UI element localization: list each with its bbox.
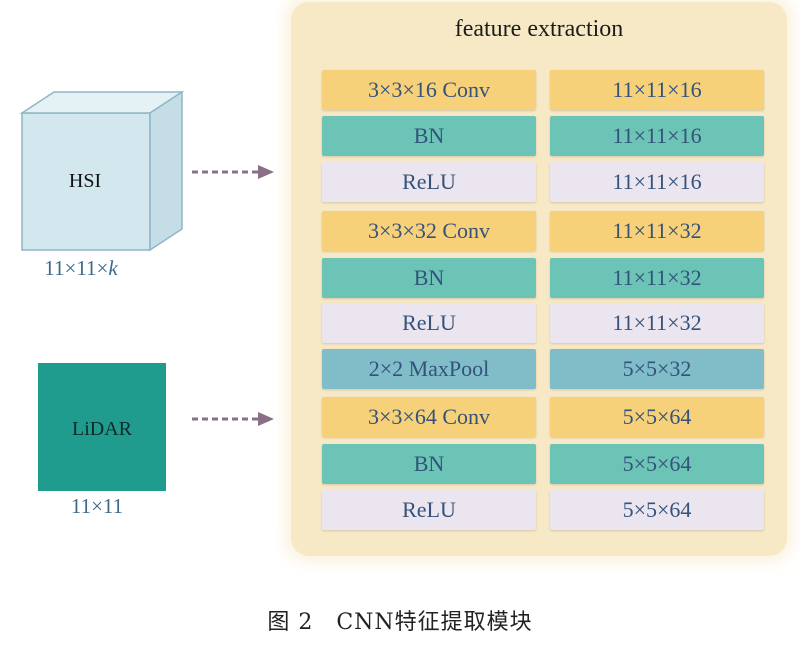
layer-block: 3×3×64 Conv	[322, 397, 536, 437]
panel-title: feature extraction	[454, 16, 624, 42]
hsi-dims: 11×11×k	[44, 256, 118, 280]
hsi-arrow	[192, 165, 274, 179]
output-block: 11×11×16	[550, 70, 764, 110]
output-block: 11×11×32	[550, 258, 764, 298]
layer-block: 2×2 MaxPool	[322, 349, 536, 389]
hsi-label: HSI	[68, 170, 102, 192]
layer-block: ReLU	[322, 303, 536, 343]
output-block: 5×5×32	[550, 349, 764, 389]
output-block: 5×5×64	[550, 397, 764, 437]
output-block: 11×11×32	[550, 211, 764, 251]
layer-block: 3×3×32 Conv	[322, 211, 536, 251]
output-block: 5×5×64	[550, 444, 764, 484]
figure-caption: 图 2 CNN特征提取模块	[267, 610, 533, 635]
hsi-cube	[19, 90, 185, 252]
layer-block: BN	[322, 116, 536, 156]
lidar-label: LiDAR	[72, 418, 132, 440]
layer-block: BN	[322, 444, 536, 484]
layer-block: ReLU	[322, 162, 536, 202]
layer-block: ReLU	[322, 490, 536, 530]
lidar-arrow	[192, 412, 274, 426]
output-block: 11×11×32	[550, 303, 764, 343]
output-block: 11×11×16	[550, 162, 764, 202]
output-block: 5×5×64	[550, 490, 764, 530]
lidar-dims: 11×11	[70, 494, 124, 518]
layer-block: BN	[322, 258, 536, 298]
lidar-square	[38, 363, 166, 491]
output-block: 11×11×16	[550, 116, 764, 156]
layer-block: 3×3×16 Conv	[322, 70, 536, 110]
